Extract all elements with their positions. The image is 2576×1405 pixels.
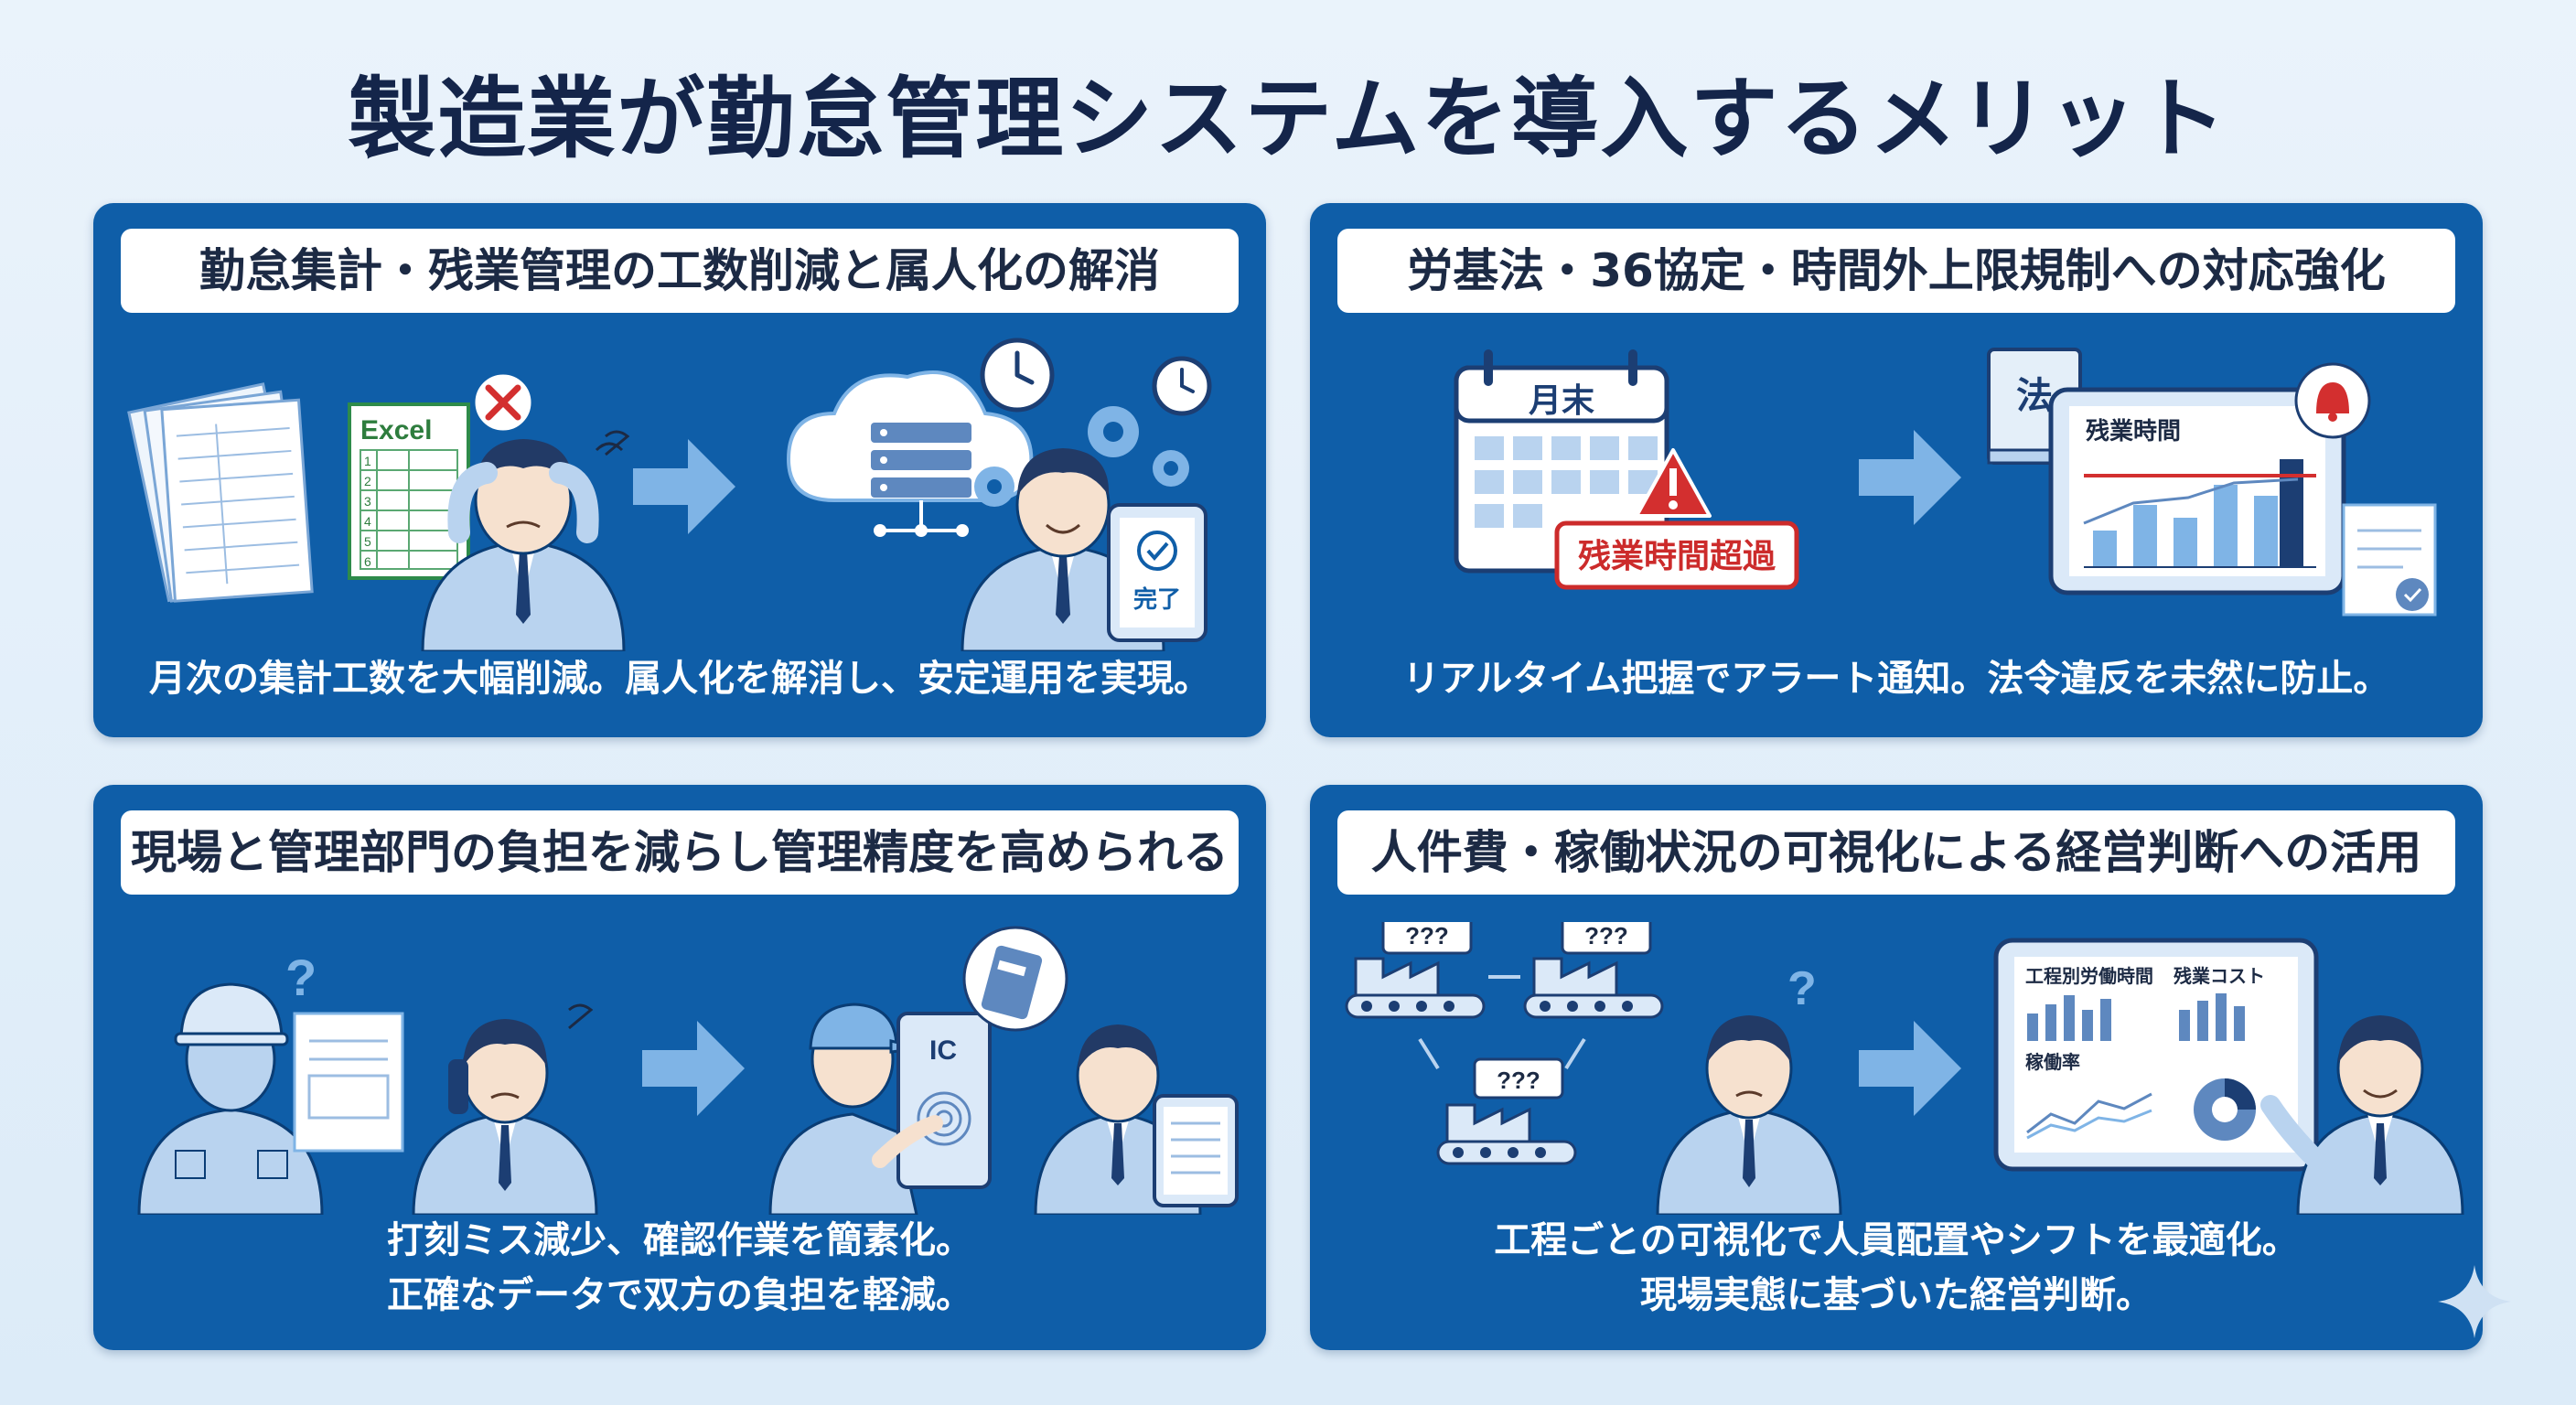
certificate-icon xyxy=(2342,503,2437,617)
law-label: 法 xyxy=(2016,375,2053,417)
done-label: 完了 xyxy=(1133,585,1181,614)
gear-icon xyxy=(974,406,1189,507)
arrow-right-icon xyxy=(633,439,735,534)
cloud-server-icon xyxy=(786,370,1034,537)
factory-icon xyxy=(1345,957,1664,1165)
svg-text:3: 3 xyxy=(364,494,371,509)
svg-text:1: 1 xyxy=(364,454,371,468)
calendar-label: 月末 xyxy=(1529,382,1594,420)
warning-icon xyxy=(1635,448,1712,518)
panel-heading: 労基法・36協定・時間外上限規制への対応強化 xyxy=(1337,229,2455,313)
tablet-chart-icon: 残業時間 xyxy=(2048,387,2346,595)
panel-heading: 人件費・稼働状況の可視化による経営判断への活用 xyxy=(1337,810,2455,895)
law-book-icon: 法 xyxy=(1987,348,2082,465)
excel-label: Excel xyxy=(360,415,432,445)
panel-illustration: Excel 1 2 3 4 5 6 xyxy=(127,338,1212,651)
svg-text:工程別労働時間: 工程別労働時間 xyxy=(2025,965,2153,987)
dashboard-tablet-icon: 工程別労働時間 残業コスト 稼働率 xyxy=(1993,938,2319,1172)
svg-text:5: 5 xyxy=(364,534,371,549)
svg-text:残業コスト: 残業コスト xyxy=(2174,965,2265,987)
svg-text:4: 4 xyxy=(364,514,371,529)
stressed-worker-icon xyxy=(421,430,630,651)
arrow-right-icon xyxy=(1859,1021,1961,1116)
benefit-panel-visualization: 人件費・稼働状況の可視化による経営判断への活用 ??? ??? ??? xyxy=(1310,785,2483,1350)
arrow-right-icon xyxy=(1859,430,1961,525)
question-bubble-icon: ??? ??? ??? xyxy=(1381,922,1652,1099)
error-x-icon xyxy=(472,371,534,434)
panel-caption: 月次の集計工数を大幅削減。属人化を解消し、安定運用を実現。 xyxy=(149,658,1210,700)
svg-text:稼働率: 稼働率 xyxy=(2025,1051,2080,1073)
arrow-right-icon xyxy=(642,1021,745,1116)
panel-illustration: ? IC xyxy=(137,926,1239,1215)
panel-caption: リアルタイム把握でアラート通知。法令違反を未然に防止。 xyxy=(1402,658,2390,700)
paper-form-icon xyxy=(293,1012,404,1153)
panel-illustration: 月末 残業時間超過 法 残業時間 xyxy=(1454,348,2437,617)
panel-illustration: ??? ??? ??? ? 工程別労働時間 残業コスト xyxy=(1345,922,2464,1215)
ic-card-reader-icon: IC xyxy=(872,1012,992,1189)
phone-worker-icon xyxy=(412,1003,598,1215)
panel-caption: 工程ごとの可視化で人員配置やシフトを最適化。 現場実態に基づいた経営判断。 xyxy=(1494,1219,2299,1316)
svg-text:?: ? xyxy=(1787,962,1817,1015)
presenter-icon xyxy=(2260,1015,2464,1215)
svg-text:???: ??? xyxy=(1497,1067,1540,1094)
alert-label: 残業時間超過 xyxy=(1578,538,1776,575)
clock-icon xyxy=(980,338,1212,416)
panel-caption: 打刻ミス減少、確認作業を簡素化。 正確なデータで双方の負担を軽減。 xyxy=(387,1219,972,1316)
benefit-panel-compliance: 労基法・36協定・時間外上限規制への対応強化 月末 残業時間超過 xyxy=(1310,203,2483,737)
benefit-panel-burden: 現場と管理部門の負担を減らし管理精度を高められる ? xyxy=(93,785,1266,1350)
office-worker-tablet-icon xyxy=(1034,1024,1239,1215)
svg-text:?: ? xyxy=(285,949,317,1006)
panel-heading: 勤怠集計・残業管理の工数削減と属人化の解消 xyxy=(121,229,1239,313)
svg-text:???: ??? xyxy=(1405,922,1449,949)
overtime-alert-badge: 残業時間超過 xyxy=(1554,520,1799,590)
benefit-panel-workload: 勤怠集計・残業管理の工数削減と属人化の解消 Excel xyxy=(93,203,1266,737)
page-title: 製造業が勤怠管理システムを導入するメリット xyxy=(348,68,2228,170)
svg-text:6: 6 xyxy=(364,554,371,569)
svg-text:???: ??? xyxy=(1584,922,1628,949)
excel-sheet-icon: Excel 1 2 3 4 5 6 xyxy=(348,402,470,580)
confused-manager-icon: ? xyxy=(1656,962,1842,1215)
panel-heading: 現場と管理部門の負担を減らし管理精度を高められる xyxy=(121,810,1239,895)
svg-text:2: 2 xyxy=(364,474,371,488)
question-icon: ? xyxy=(285,949,317,1006)
bell-icon xyxy=(2294,362,2371,439)
tablet-done-icon: 完了 xyxy=(1107,503,1208,642)
paper-stack-icon xyxy=(127,382,314,603)
ic-label: IC xyxy=(929,1035,957,1066)
factory-worker-icon xyxy=(137,982,324,1215)
card-hand-icon xyxy=(962,926,1068,1032)
chart-label: 残業時間 xyxy=(2086,418,2181,445)
sparkle-icon xyxy=(2438,1265,2511,1338)
